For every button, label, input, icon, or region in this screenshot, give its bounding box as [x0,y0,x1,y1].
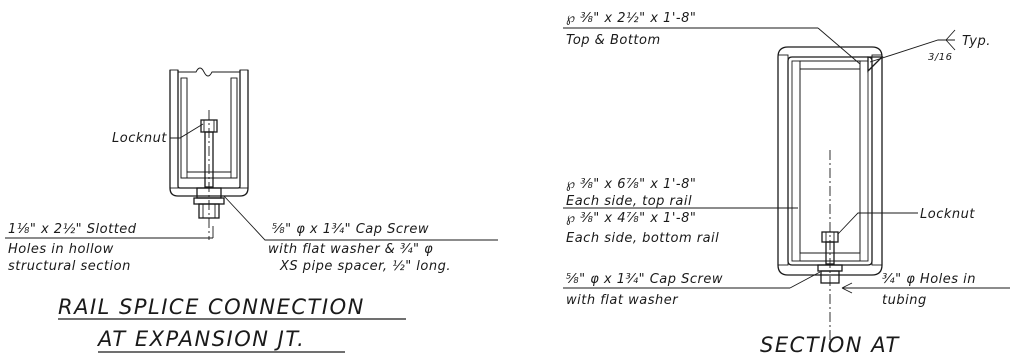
weld-size: 3/16 [928,52,952,63]
plate-side-bot-label-1: ℘ ⅜" x 4⅞" x 1'-8" [566,211,696,226]
screw-label-right-2: with flat washer [566,293,679,308]
section-cap-screw [817,150,843,340]
plate-side-bot-label-2: Each side, bottom rail [566,231,719,246]
holes-label-2: tubing [882,293,927,308]
screw-label-right-1: ⅝" φ x 1¾" Cap Screw [566,272,723,287]
plate-top-label-2: Top & Bottom [566,33,661,48]
screw-leader-left [223,195,498,241]
locknut-label-right: Locknut [920,207,975,222]
slot-label-line-1: 1⅛" x 2½" Slotted [8,222,137,237]
slot-label-line-2: Holes in hollow [8,242,114,257]
holes-label-1: ¾" φ Holes in [882,272,976,287]
left-title-line-1: RAIL SPLICE CONNECTION [58,295,365,319]
plate-top-label-1: ℘ ⅜" x 2½" x 1'-8" [566,11,696,26]
tube-outer-wall [777,46,883,276]
left-title-line-2: AT EXPANSION JT. [96,327,305,351]
plate-side-top-label-2: Each side, top rail [566,194,692,209]
screw-label-left-3: XS pipe spacer, ½" long. [279,259,451,274]
break-line [178,67,240,77]
slot-label-line-3: structural section [8,259,131,274]
screw-label-left-2: with flat washer & ¾" φ [268,242,433,257]
rail-section-detail: ℘ ⅜" x 2½" x 1'-8" Top & Bottom 3/16 Typ… [563,11,1010,357]
locknut-leader-left [170,123,204,139]
cap-screw-assembly [193,110,225,240]
tube-inner-wall [791,60,869,262]
locknut-label-left: Locknut [112,131,167,146]
rail-splice-detail: Locknut 1⅛" x 2½" Slotted Holes in hollo… [5,67,498,353]
screw-label-left-1: ⅝" φ x 1¾" Cap Screw [272,222,429,237]
plate-side-top-label-1: ℘ ⅜" x 6⅞" x 1'-8" [566,177,696,192]
weld-leader [869,39,955,63]
right-title-line-1: SECTION AT [760,333,901,357]
weld-symbol-corner [867,56,884,73]
weld-note: Typ. [962,34,991,49]
locknut-leader-right [837,212,918,235]
